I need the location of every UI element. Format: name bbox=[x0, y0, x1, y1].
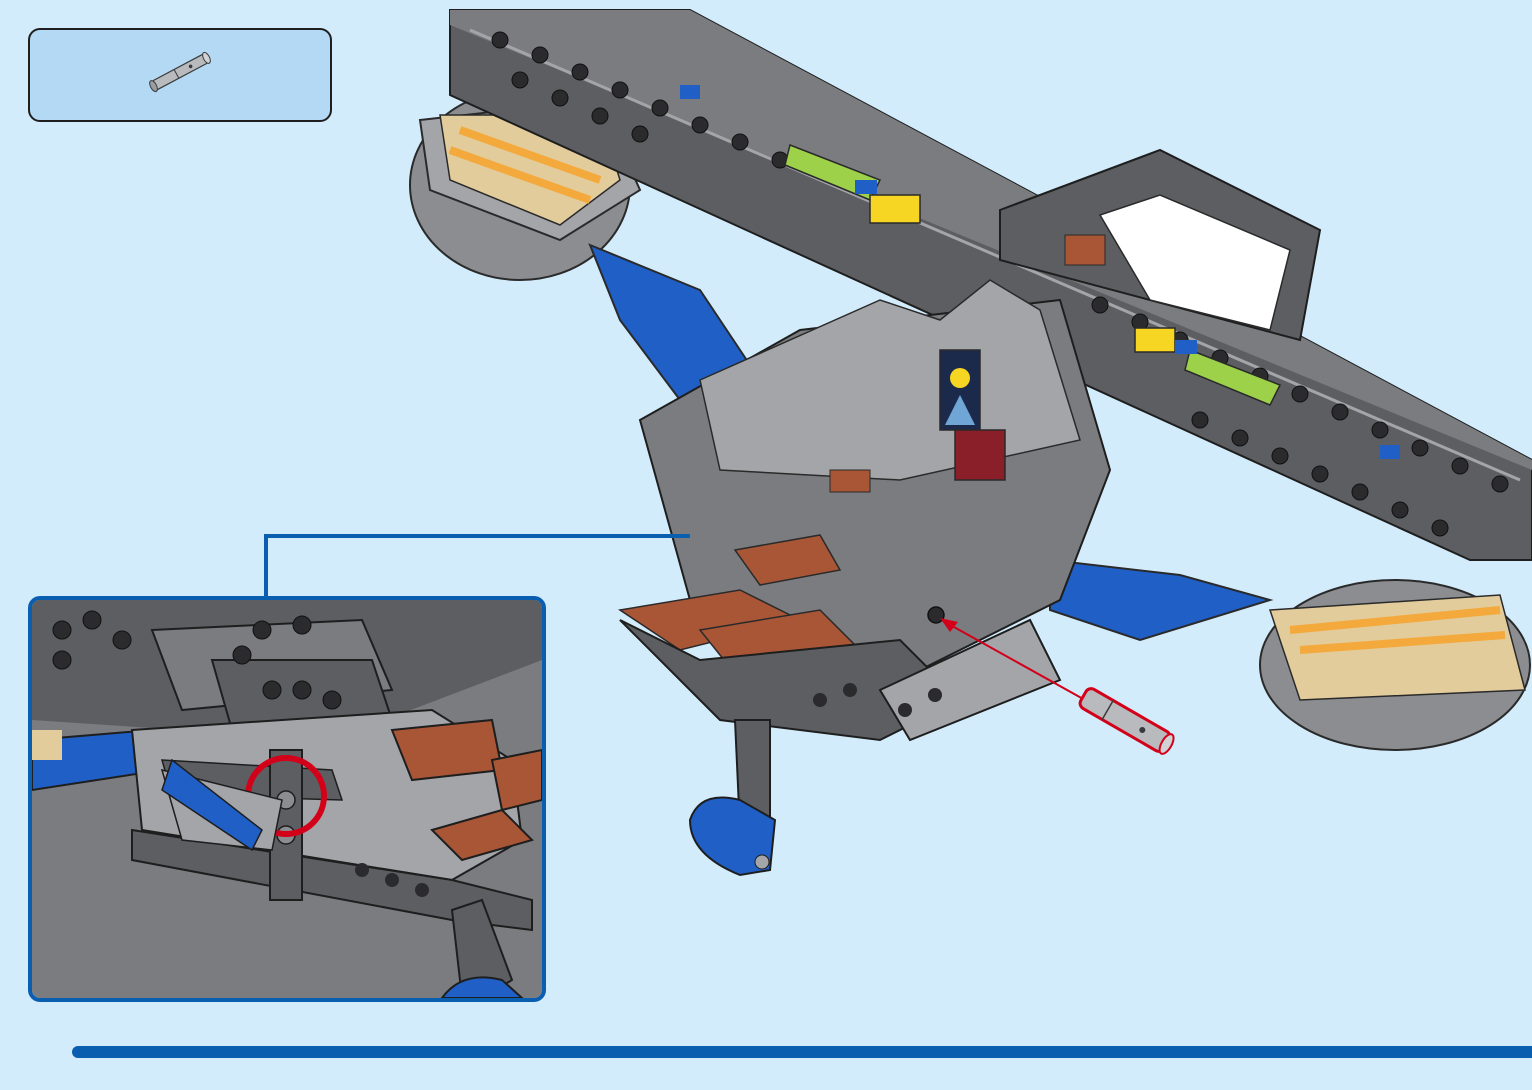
zoom-callout bbox=[28, 596, 546, 1002]
blue-fin-right bbox=[1050, 560, 1270, 640]
pin-hole-target bbox=[928, 607, 944, 623]
zoom-detail-illustration bbox=[32, 600, 542, 998]
page-footer-bar bbox=[72, 1046, 1532, 1058]
callout-connector bbox=[266, 536, 690, 598]
technic-pin-insertion bbox=[1078, 686, 1176, 756]
